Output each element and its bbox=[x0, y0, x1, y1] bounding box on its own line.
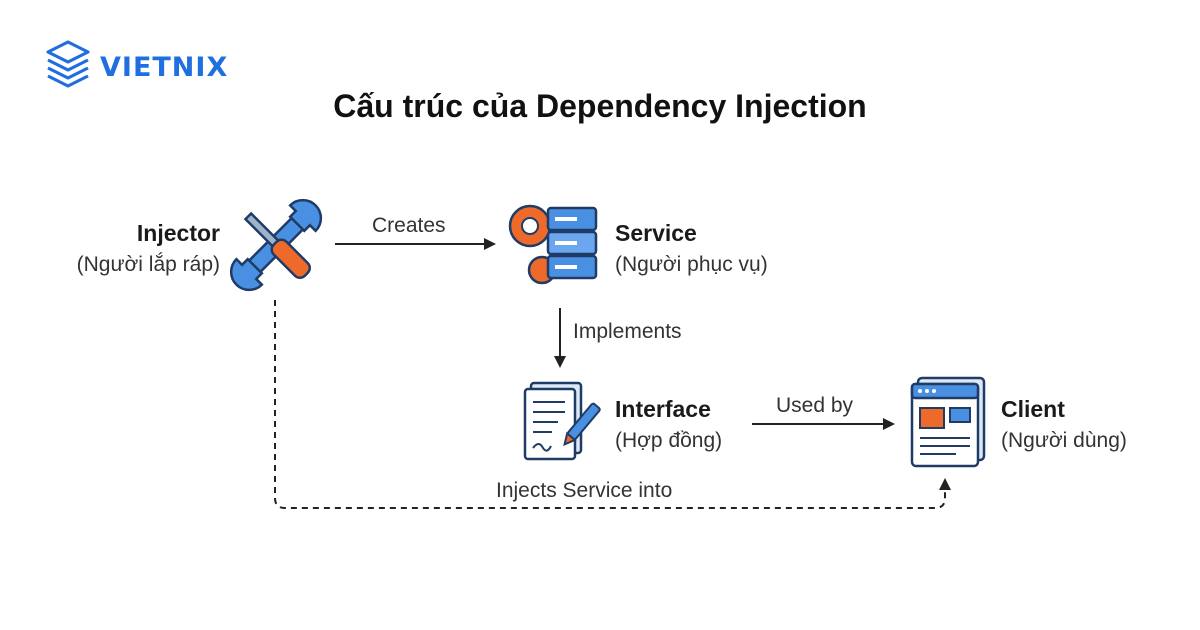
node-service-name: Service bbox=[615, 220, 697, 246]
node-injector-sub: (Người lắp ráp) bbox=[76, 253, 220, 276]
contract-icon bbox=[523, 381, 601, 461]
node-client-name: Client bbox=[1001, 396, 1065, 422]
node-client-sub: (Người dùng) bbox=[1001, 429, 1127, 452]
node-interface-name: Interface bbox=[615, 396, 711, 422]
stack-logo-icon bbox=[46, 40, 90, 88]
node-interface-sub: (Hợp đồng) bbox=[615, 429, 723, 452]
brand-name: VIETNIX bbox=[100, 52, 229, 83]
node-interface: Interface (Hợp đồng) bbox=[615, 396, 722, 453]
edge-creates-label: Creates bbox=[372, 214, 446, 237]
node-service-sub: (Người phục vụ) bbox=[615, 253, 768, 276]
edge-injects-line bbox=[274, 300, 951, 509]
edge-used-by-label: Used by bbox=[776, 394, 854, 417]
node-service: Service (Người phục vụ) bbox=[615, 220, 768, 277]
browser-window-icon bbox=[910, 376, 986, 468]
node-injector-name: Injector bbox=[136, 220, 220, 246]
edge-implements-label: Implements bbox=[573, 320, 682, 343]
node-client: Client (Người dùng) bbox=[1001, 396, 1127, 453]
edge-injects-label: Injects Service into bbox=[496, 479, 673, 502]
server-gear-icon bbox=[508, 204, 598, 285]
brand-logo: VIETNIX bbox=[44, 38, 244, 94]
tools-icon bbox=[229, 198, 323, 292]
diagram-title: Cấu trúc của Dependency Injection bbox=[333, 88, 867, 124]
node-injector: Injector (Người lắp ráp) bbox=[20, 220, 220, 277]
